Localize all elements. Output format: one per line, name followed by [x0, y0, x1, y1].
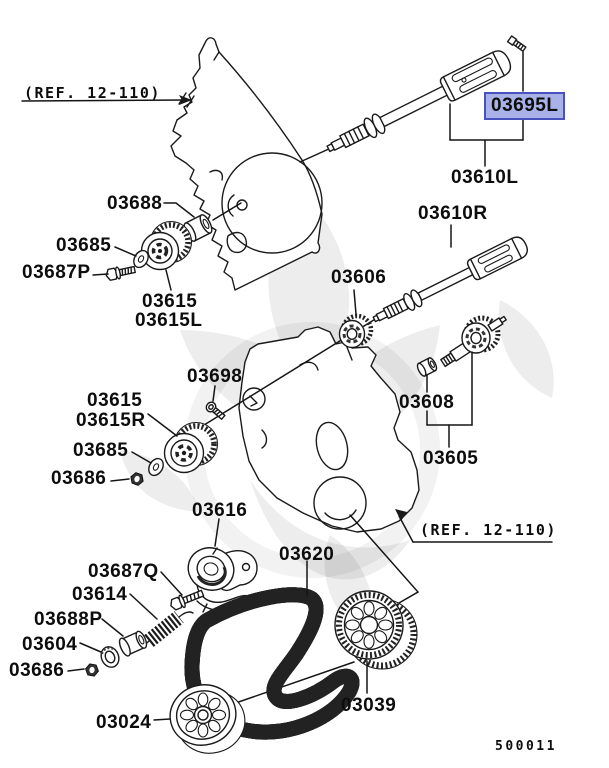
bushing-03688-drawing: [183, 214, 213, 242]
part-label-03688[interactable]: 03688: [107, 193, 163, 214]
part-label-03685-upper[interactable]: 03685: [56, 235, 112, 256]
balance-shaft-left-drawing: [326, 50, 512, 153]
gear-03606-drawing: [338, 313, 374, 349]
sprocket-03039-drawing: [334, 590, 418, 670]
part-label-03615-right[interactable]: 03615: [87, 390, 143, 411]
part-label-03620[interactable]: 03620: [279, 544, 335, 565]
part-label-03615-left[interactable]: 03615: [142, 291, 198, 312]
gear-shaft-03605-drawing: [440, 315, 507, 368]
part-label-03686-middle[interactable]: 03686: [51, 468, 107, 489]
part-label-03614[interactable]: 03614: [72, 584, 128, 605]
engine-front-case-drawing: [170, 37, 323, 291]
part-label-03605[interactable]: 03605: [423, 448, 479, 469]
drawing-number: 500011: [495, 739, 557, 754]
sprocket-03615L-drawing: [140, 220, 193, 271]
balance-shaft-right-drawing: [372, 236, 528, 323]
nut-03686-bottom-drawing: [85, 663, 99, 677]
bolt-03698-drawing: [205, 401, 226, 420]
ring-03604-drawing: [100, 646, 120, 668]
part-label-03610R[interactable]: 03610R: [418, 203, 488, 224]
bolt-03687Q-drawing: [170, 589, 205, 611]
part-label-03698[interactable]: 03698: [187, 366, 243, 387]
pulley-03024-drawing: [169, 684, 246, 754]
part-label-03606[interactable]: 03606: [331, 267, 387, 288]
part-label-03686-bottom[interactable]: 03686: [9, 660, 65, 681]
part-label-03615L[interactable]: 03615L: [135, 310, 203, 331]
nut-03686-middle-drawing: [130, 472, 144, 486]
part-label-03616[interactable]: 03616: [192, 500, 248, 521]
part-label-03039[interactable]: 03039: [341, 695, 397, 716]
part-label-03688P[interactable]: 03688P: [34, 609, 103, 630]
part-label-03615R[interactable]: 03615R: [76, 410, 146, 431]
part-label-03024[interactable]: 03024: [96, 712, 152, 733]
washer-03685-lower-drawing: [148, 457, 164, 477]
part-label-03608[interactable]: 03608: [399, 392, 455, 413]
part-label-03604[interactable]: 03604: [22, 634, 78, 655]
balance-shaft-bolt-drawing: [506, 35, 527, 52]
part-label-03687Q[interactable]: 03687Q: [88, 561, 159, 582]
spacer-03688P-drawing: [118, 630, 148, 657]
reference-label-top: (REF. 12-110): [24, 84, 161, 102]
part-label-03695L[interactable]: 03695L: [484, 92, 566, 120]
reference-label-bottom: (REF. 12-110): [420, 521, 557, 539]
sprocket-03615R-drawing: [163, 421, 219, 474]
highlighted-part-badge[interactable]: 03695L: [484, 92, 566, 120]
engine-block-drawing: [238, 326, 420, 533]
label-leader-lines: [21, 51, 553, 721]
bolt-03687P-drawing: [105, 265, 136, 281]
bushing-03608-drawing: [416, 357, 438, 377]
part-label-03685-lower[interactable]: 03685: [73, 440, 129, 461]
part-label-03687P[interactable]: 03687P: [22, 262, 91, 283]
part-label-03610L[interactable]: 03610L: [451, 167, 519, 188]
